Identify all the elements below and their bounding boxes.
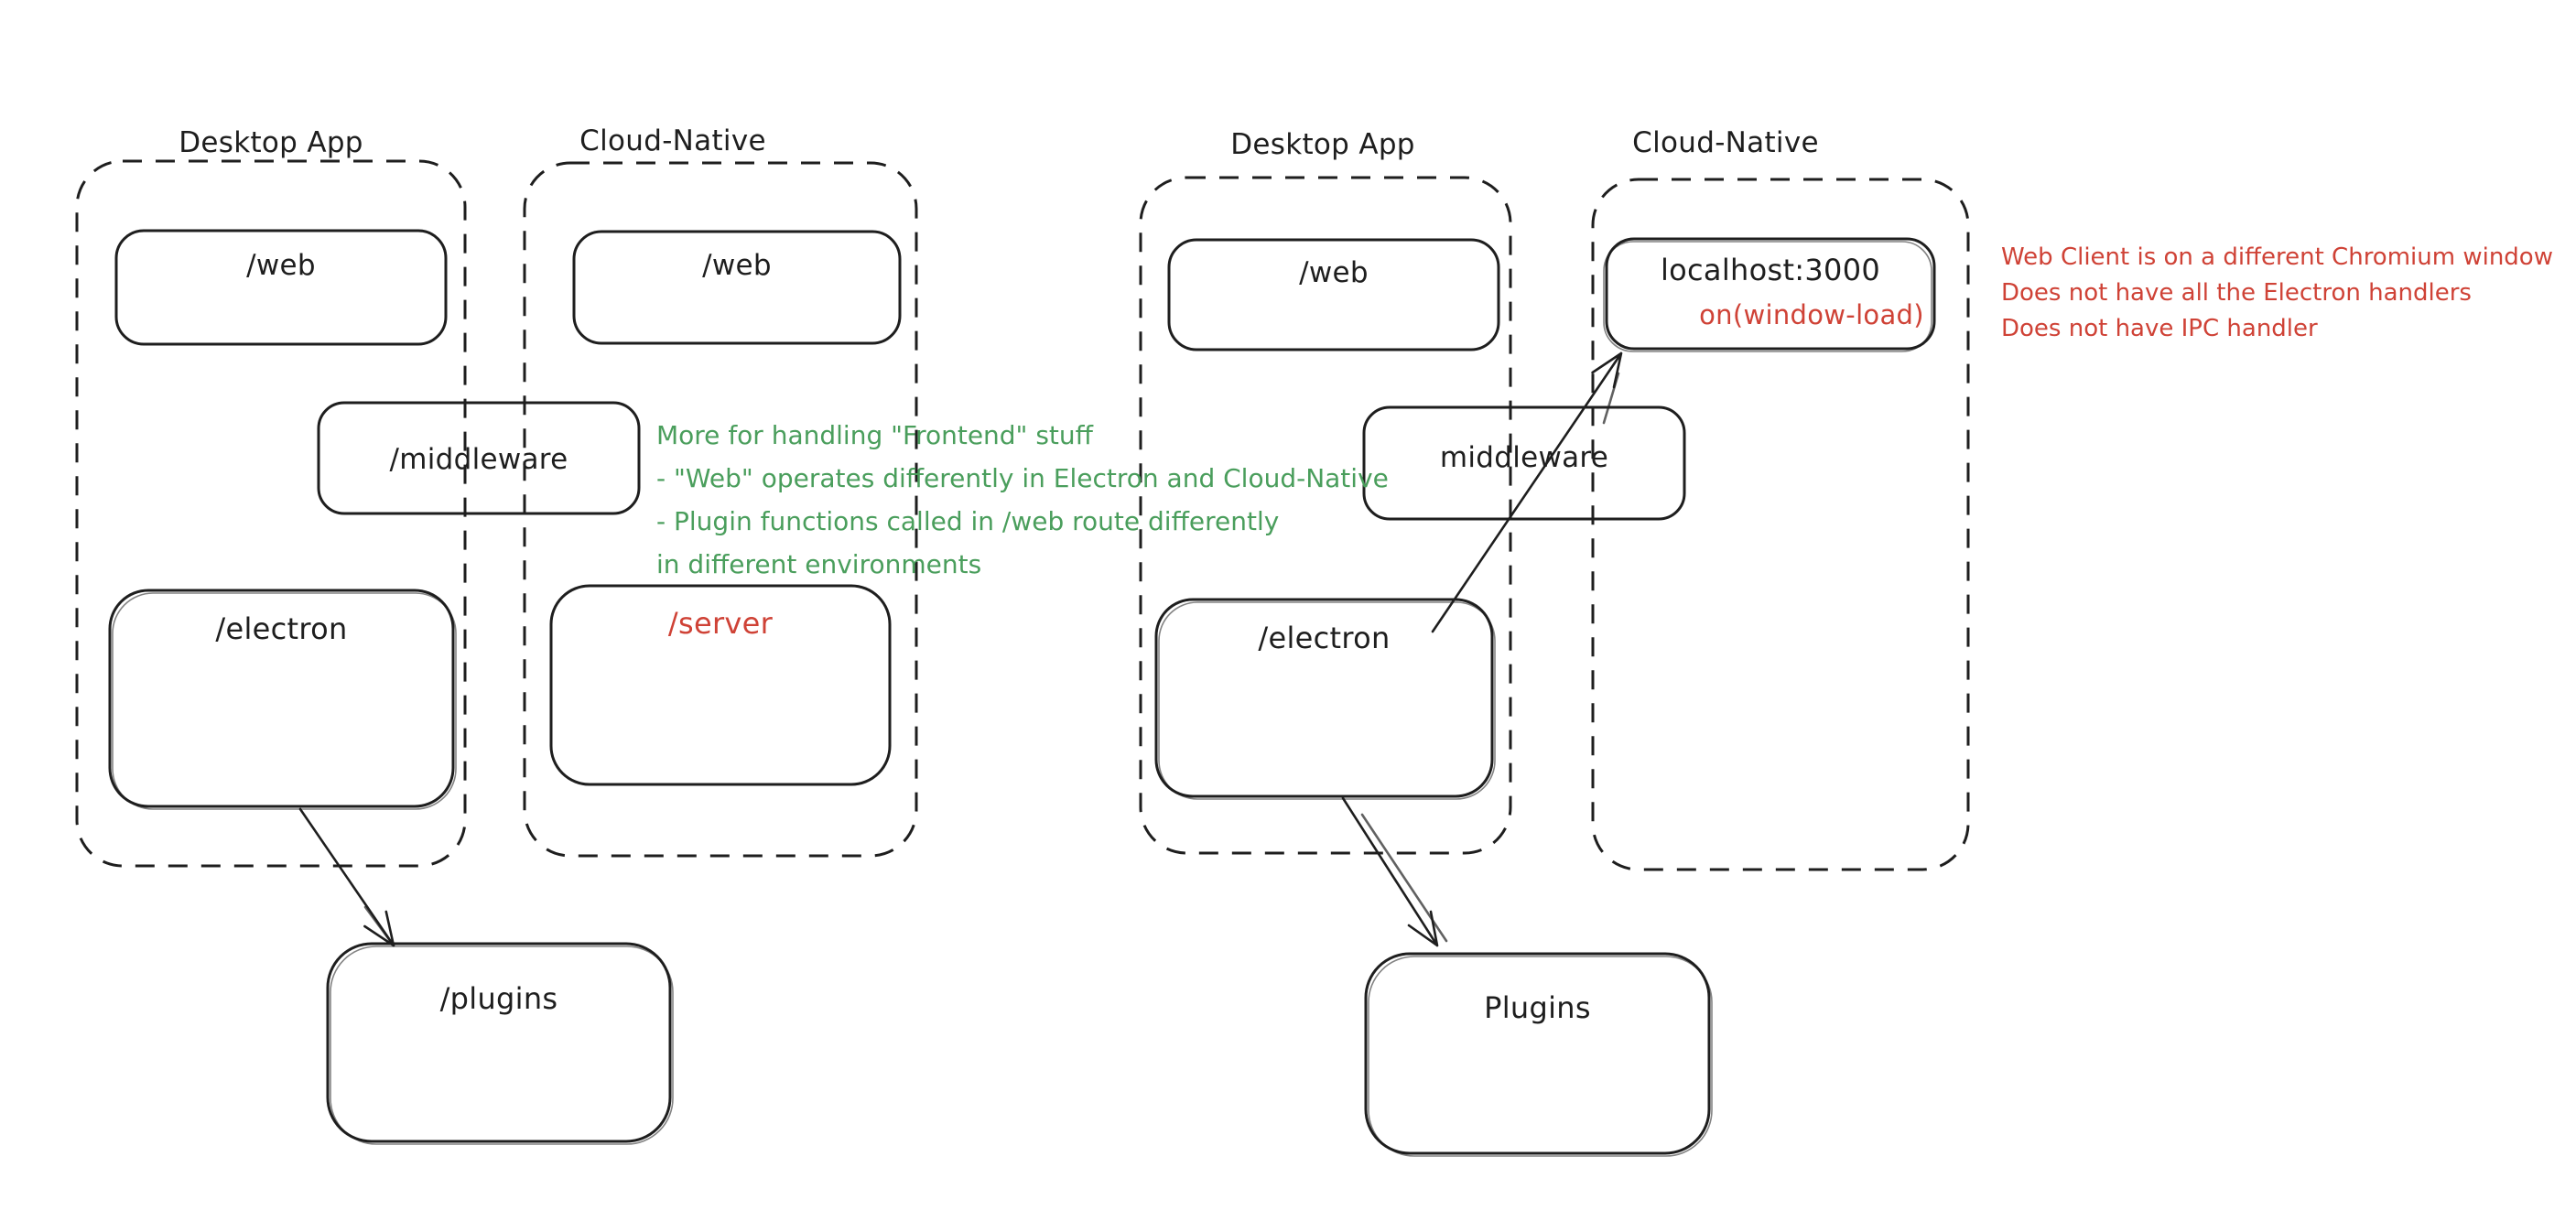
web-box-label-left-cloud[interactable]: /web <box>702 249 772 282</box>
cloud-native-label-left[interactable]: Cloud-Native <box>579 124 766 157</box>
server-box-label[interactable]: /server <box>667 606 774 641</box>
box-web-left-desktop[interactable] <box>114 229 448 346</box>
web-box-label-right-desktop[interactable]: /web <box>1299 256 1369 289</box>
on-window-load-label[interactable]: on(window-load) <box>1699 299 1924 330</box>
box-plugins-right[interactable] <box>1364 952 1711 1155</box>
box-electron-left[interactable] <box>108 589 455 808</box>
arrow-right-sketch-stray-line <box>1360 813 1448 943</box>
box-middleware-right[interactable] <box>1362 405 1686 521</box>
box-electron-right[interactable] <box>1154 598 1494 798</box>
web-box-label-left-desktop[interactable]: /web <box>246 249 316 282</box>
box-plugins-left-sketch-stroke <box>330 946 674 1145</box>
box-plugins-right-sketch-stroke <box>1368 956 1713 1157</box>
electron-box-label-left[interactable]: /electron <box>215 611 348 646</box>
box-localhost-sketch-stroke <box>1603 241 1932 352</box>
box-server-left[interactable] <box>549 584 892 786</box>
web-client-note[interactable]: Web Client is on a different Chromium wi… <box>2001 243 2553 342</box>
box-web-right-desktop[interactable] <box>1167 238 1500 351</box>
container-cloud-native-right[interactable] <box>1591 178 1970 871</box>
middleware-box-label-left[interactable]: /middleware <box>389 443 568 476</box>
middleware-box-label-right[interactable]: middleware <box>1439 441 1609 474</box>
box-electron-right-sketch-stroke <box>1158 601 1496 800</box>
box-localhost-right[interactable] <box>1605 237 1936 351</box>
arrow-electron-to-plugins-right[interactable] <box>1341 796 1439 947</box>
desktop-app-label-left[interactable]: Desktop App <box>179 126 363 159</box>
arrow-left-sketch-stray-line <box>363 905 393 944</box>
frontend-note[interactable]: More for handling "Frontend" stuff - "We… <box>656 420 1389 579</box>
desktop-app-label-right[interactable]: Desktop App <box>1230 128 1415 161</box>
localhost-box-label[interactable]: localhost:3000 <box>1660 253 1881 287</box>
container-cloud-native-left[interactable] <box>523 161 918 858</box>
box-web-left-cloud[interactable] <box>572 230 902 345</box>
box-middleware-left[interactable] <box>317 401 641 515</box>
plugins-box-label-left[interactable]: /plugins <box>439 981 558 1016</box>
arrow-localhost-sketch-stray-line <box>1602 372 1620 425</box>
box-electron-left-sketch-stroke <box>112 592 457 810</box>
plugins-box-label-right[interactable]: Plugins <box>1484 990 1591 1025</box>
electron-box-label-right[interactable]: /electron <box>1258 621 1391 655</box>
cloud-native-label-right[interactable]: Cloud-Native <box>1632 126 1819 159</box>
box-plugins-left[interactable] <box>326 942 672 1143</box>
